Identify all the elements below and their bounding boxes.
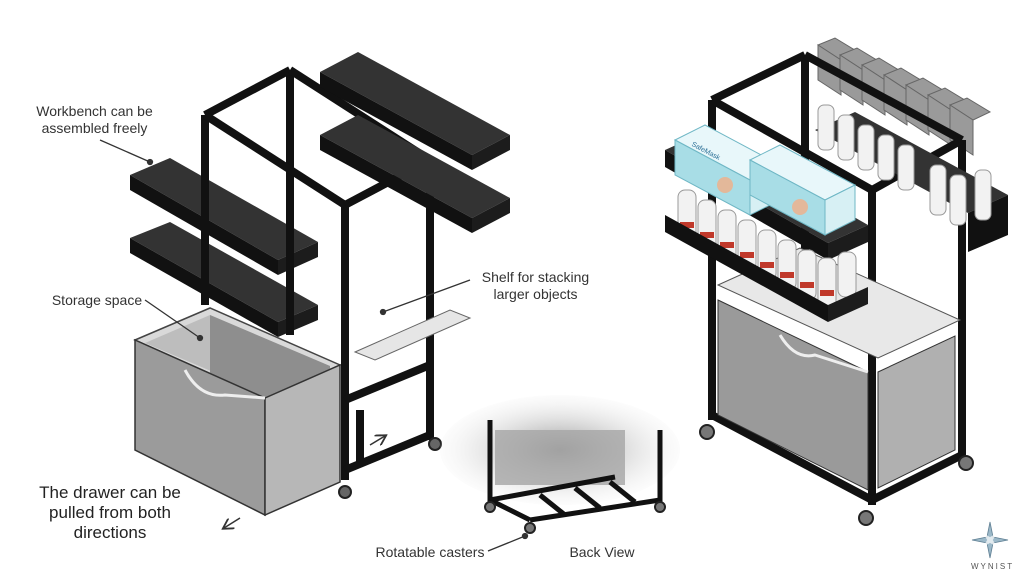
assembled-caster-icon bbox=[699, 424, 974, 526]
label-drawer-line2: pulled from both bbox=[49, 503, 171, 522]
exploded-view bbox=[130, 52, 510, 528]
label-back-view: Back View bbox=[569, 544, 635, 560]
mask-boxes bbox=[673, 124, 857, 236]
leader-lines bbox=[99, 139, 529, 552]
arrow-right bbox=[369, 436, 385, 445]
drawer-box bbox=[133, 307, 342, 517]
label-drawer-line1: The drawer can be bbox=[39, 483, 181, 502]
bottles-back bbox=[817, 104, 992, 226]
label-shelf: Shelf for stacking larger objects bbox=[468, 269, 603, 303]
assembled-view bbox=[665, 37, 1008, 526]
label-workbench: Workbench can be assembled freely bbox=[22, 103, 167, 137]
label-storage: Storage space bbox=[51, 292, 143, 308]
front-tray-lower bbox=[665, 215, 868, 322]
label-drawer-line3: directions bbox=[73, 523, 147, 542]
back-view bbox=[440, 395, 680, 534]
label-workbench-line2: assembled freely bbox=[41, 120, 148, 136]
label-workbench-line1: Workbench can be bbox=[36, 103, 153, 119]
compass-star-icon bbox=[971, 521, 1009, 559]
label-shelf-line2: larger objects bbox=[493, 286, 578, 302]
tray-upper-right bbox=[320, 52, 510, 170]
brand-name: WYNIST bbox=[971, 562, 1015, 571]
shelf-panel bbox=[353, 309, 472, 361]
label-casters: Rotatable casters bbox=[375, 544, 485, 560]
label-shelf-line1: Shelf for stacking bbox=[481, 269, 590, 285]
arrow-left bbox=[224, 517, 241, 528]
tray-lower-right bbox=[320, 115, 510, 233]
bottle-labels bbox=[680, 222, 834, 296]
label-drawer: The drawer can be pulled from both direc… bbox=[25, 483, 195, 543]
